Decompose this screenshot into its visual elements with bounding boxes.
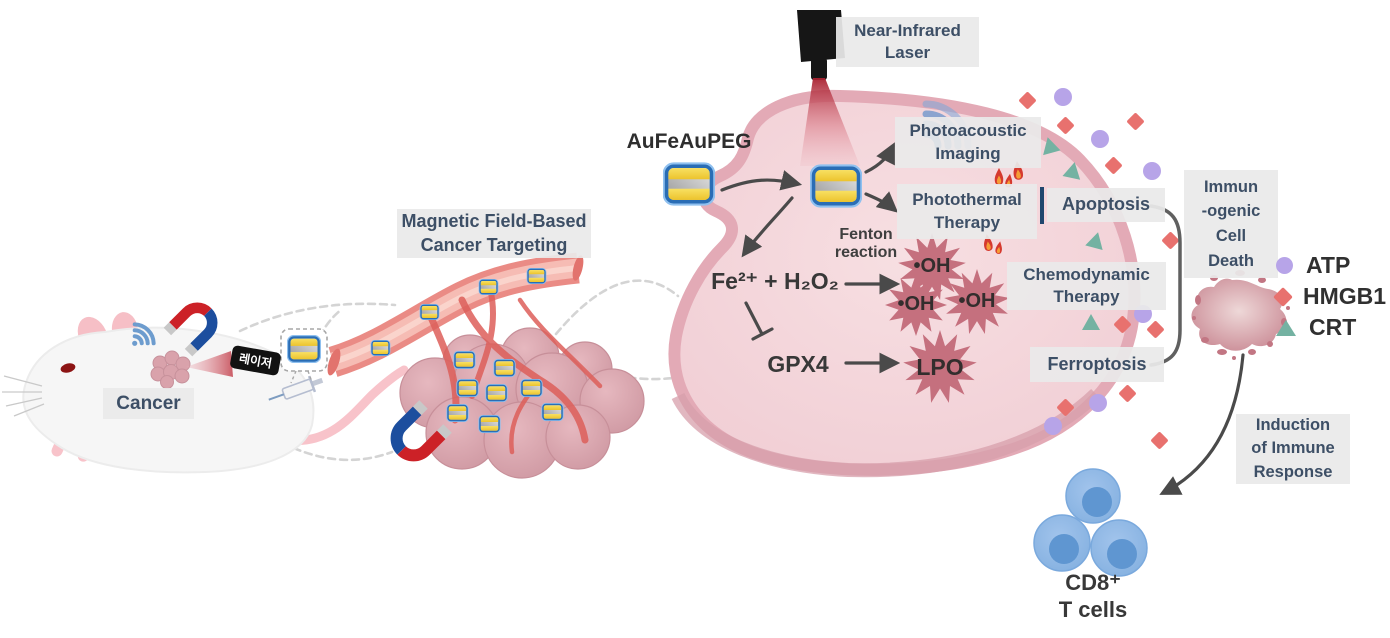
label-line: reaction xyxy=(834,244,898,262)
label-line: Response xyxy=(1253,462,1333,481)
magnet-icon xyxy=(163,302,218,357)
label-line: -ogenic xyxy=(1201,202,1261,221)
near-infrared-laser-label: Near-Infrared Laser xyxy=(836,17,979,67)
oh-radical-label: •OH xyxy=(958,290,996,312)
immunogenic-cell-death-label: Immun -ogenic Cell Death xyxy=(1184,170,1278,278)
laser-beam-on-tumor xyxy=(186,351,233,377)
ferroptosis-label: Ferroptosis xyxy=(1030,347,1164,382)
label-line: Cancer xyxy=(116,392,181,414)
apoptosis-label: Apoptosis xyxy=(1047,188,1165,222)
nanoparticle-icon xyxy=(664,164,714,204)
nanoparticle-speech-bubble xyxy=(280,328,328,384)
label-line: Death xyxy=(1208,251,1254,270)
photothermal-therapy-label: Photothermal Therapy xyxy=(897,184,1037,239)
crt-particles xyxy=(1043,137,1103,330)
nanoparticle-icon xyxy=(811,166,861,206)
label-line: Therapy xyxy=(1053,287,1120,306)
label-line: Immun xyxy=(1203,177,1259,196)
label-line: Apoptosis xyxy=(1062,194,1150,215)
label-line: Cancer Targeting xyxy=(420,234,568,255)
label-line: of Immune xyxy=(1251,439,1335,458)
fenton-reaction-label: Fenton reaction xyxy=(835,226,897,263)
legend-label: HMGB1 xyxy=(1303,283,1387,309)
label-line: Photothermal xyxy=(912,190,1022,210)
magnetic-targeting-label: Magnetic Field-Based Cancer Targeting xyxy=(397,209,591,258)
label-line: Chemodynamic xyxy=(1023,264,1150,284)
label-line: Imaging xyxy=(935,143,1001,163)
laser-pointer-label: 레이저 xyxy=(237,351,274,371)
mouse-eye xyxy=(60,363,76,373)
immune-induction-arrow xyxy=(1159,353,1245,495)
pathway-arrows xyxy=(720,142,901,374)
label-line: Fenton xyxy=(839,226,893,243)
nanoparticle-icon xyxy=(288,336,320,362)
legend-item-crt: CRT xyxy=(1276,312,1386,343)
induction-immune-response-label: Induction of Immune Response xyxy=(1236,414,1350,484)
aufeaupeg-label: AuFeAuPEG xyxy=(626,130,752,153)
oh-radical-bursts xyxy=(885,233,1010,336)
gpx4-label: GPX4 xyxy=(767,351,829,377)
inhibition-arrow xyxy=(744,301,774,341)
nir-laser-beam xyxy=(800,78,860,166)
legend-label: CRT xyxy=(1309,314,1357,340)
fe-h2o2-label: Fe²⁺ + H₂O₂ xyxy=(711,268,839,294)
label-line: Cell xyxy=(1215,227,1247,245)
label-line: Magnetic Field-Based xyxy=(401,210,587,231)
label-line: Photoacoustic xyxy=(909,121,1027,141)
crt-marker-icon xyxy=(1276,319,1296,336)
mouse-whiskers xyxy=(2,375,45,417)
magnet-icon xyxy=(390,400,452,462)
oh-radical-label: •OH xyxy=(897,293,935,315)
label-line: Near-Infrared xyxy=(854,20,961,40)
cell-membrane-shadow xyxy=(671,388,1101,478)
tumor-on-mouse xyxy=(150,350,191,389)
hmgb1-marker-icon xyxy=(1273,286,1293,307)
photoacoustic-imaging-label: Photoacoustic Imaging xyxy=(895,117,1041,168)
outcome-bracket xyxy=(1149,204,1182,367)
label-line: Ferroptosis xyxy=(1047,353,1147,374)
tcells-label: T cells xyxy=(1058,597,1128,622)
atp-marker-icon xyxy=(1276,257,1293,274)
cd8-label: CD8⁺ xyxy=(1065,570,1121,595)
legend-item-hmgb1: HMGB1 xyxy=(1273,281,1387,312)
lpo-burst xyxy=(903,330,977,403)
mouse xyxy=(2,302,409,474)
ultrasound-signal-icon xyxy=(132,322,156,346)
damp-legend: ATP HMGB1 CRT xyxy=(1273,250,1387,343)
legend-label: ATP xyxy=(1306,252,1351,278)
lpo-label: LPO xyxy=(916,354,964,380)
chemodynamic-therapy-label: Chemodynamic Therapy xyxy=(1007,262,1166,310)
legend-item-atp: ATP xyxy=(1276,250,1386,281)
hmgb1-particles xyxy=(1019,92,1179,449)
nir-laser-device-icon xyxy=(797,10,860,166)
atp-particles xyxy=(1044,88,1161,435)
cd8-tcells-icon xyxy=(1033,468,1148,577)
label-line: Induction xyxy=(1255,416,1331,435)
cancer-label: Cancer xyxy=(103,388,194,419)
oh-radical-label: •OH xyxy=(913,255,951,277)
label-line: Therapy xyxy=(933,212,1001,232)
mouse-tail xyxy=(283,365,409,446)
label-line: Laser xyxy=(884,43,931,62)
apoptosis-link-bar xyxy=(1040,187,1044,224)
